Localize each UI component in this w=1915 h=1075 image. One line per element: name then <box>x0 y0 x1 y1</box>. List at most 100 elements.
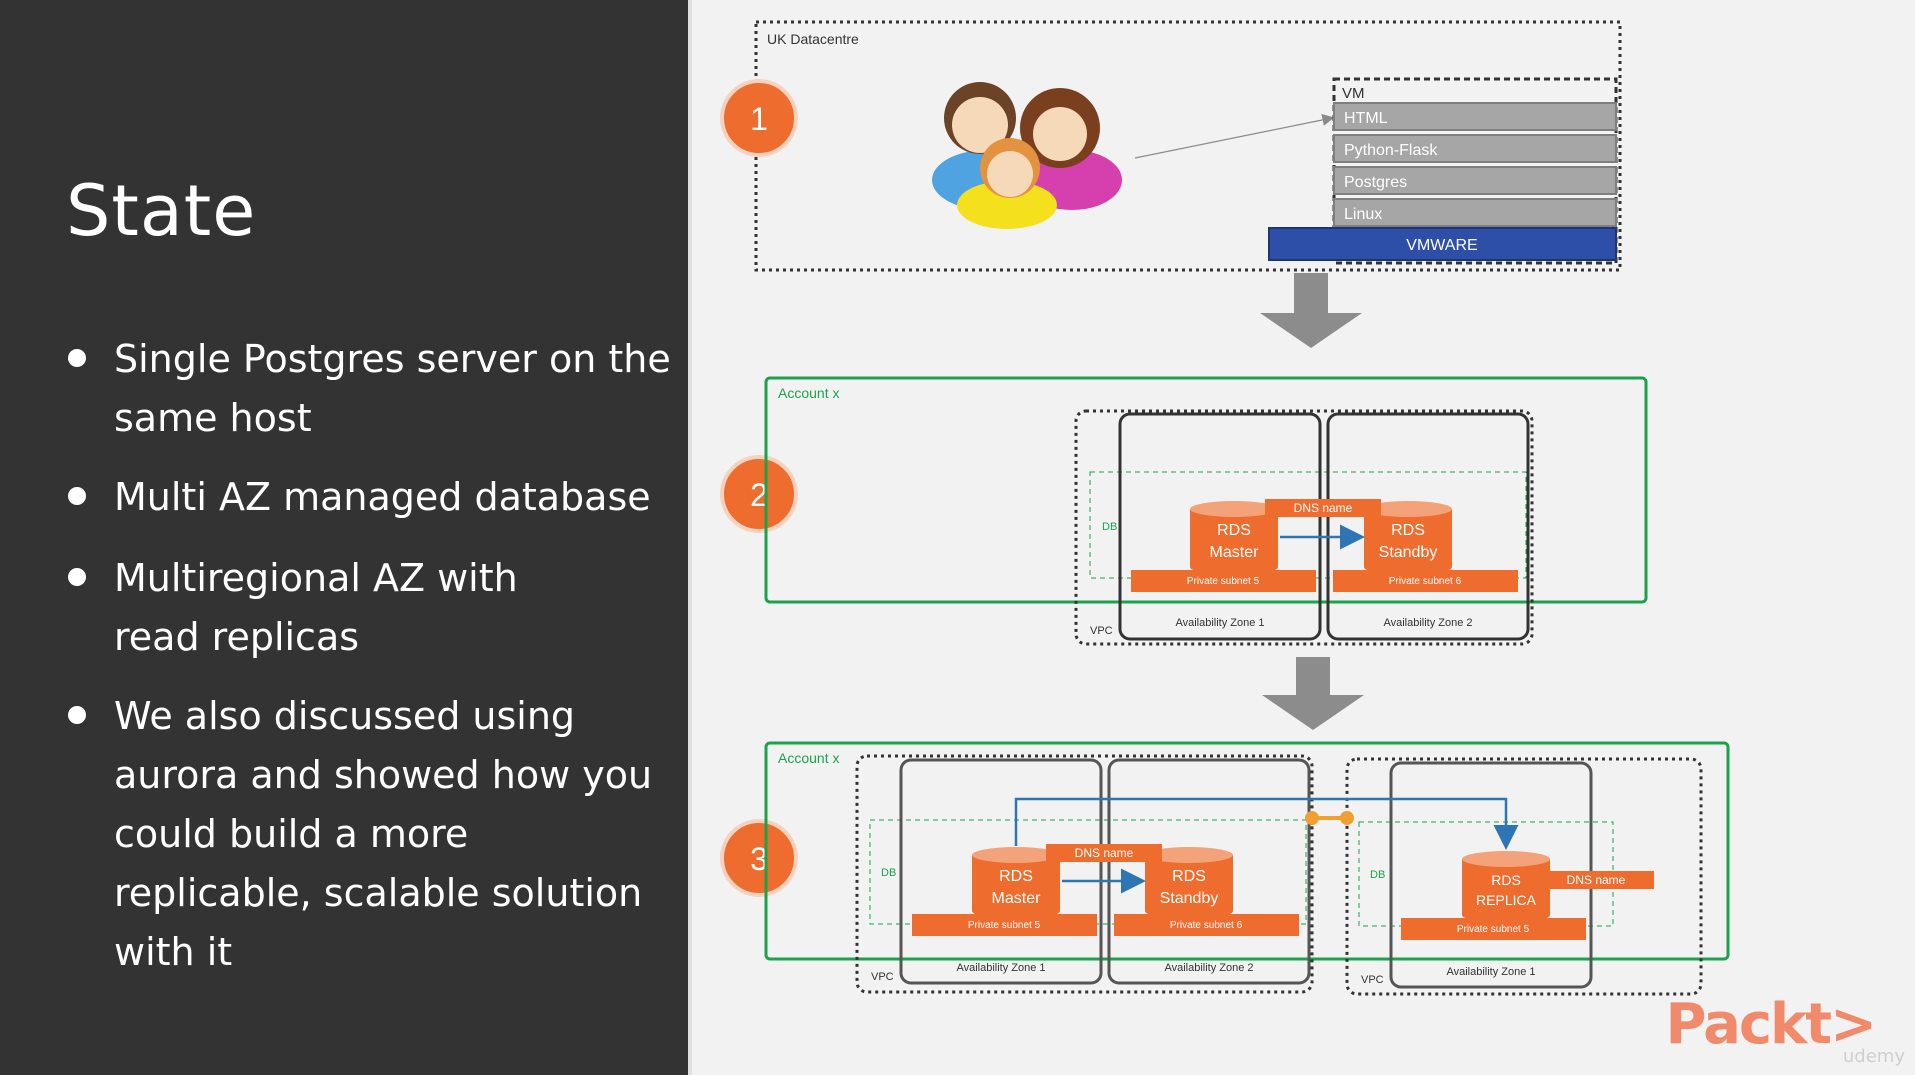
rds-replica-label-3b: REPLICA <box>1476 892 1537 908</box>
user-to-vm-arrow <box>1134 114 1335 159</box>
bullet-dot <box>68 349 86 367</box>
vmware-label: VMWARE <box>1406 237 1477 254</box>
private-subnet-5-label-2: Private subnet 5 <box>1187 576 1260 587</box>
step-2-number: 2 <box>750 477 768 513</box>
step-1-number: 1 <box>750 101 768 137</box>
slide-title: State <box>66 170 257 252</box>
udemy-watermark: udemy <box>1842 1046 1905 1067</box>
vmware-bar <box>1268 227 1617 261</box>
private-subnet-5-label-3b: Private subnet 5 <box>1457 924 1530 935</box>
private-subnet-5-label-3: Private subnet 5 <box>968 920 1041 931</box>
layer-postgres <box>1333 166 1617 195</box>
rds-master-3 <box>972 847 1060 919</box>
private-subnet-6-bar-2 <box>1333 570 1518 592</box>
bullet-4-line-4: replicable, scalable solution <box>114 871 643 915</box>
bullet-3-line-2: read replicas <box>114 615 360 659</box>
bullet-4-line-3: could build a more <box>114 812 469 856</box>
down-arrow-1 <box>1260 273 1362 348</box>
account-boundary-2 <box>764 376 1648 604</box>
db-subnet-group-3a <box>869 819 1307 925</box>
az2-box-2 <box>1326 412 1530 641</box>
step-3-group: 3 Account x VPC DB Availability Zone 1 A… <box>720 741 1730 996</box>
az1-box-3 <box>899 758 1103 985</box>
layer-linux <box>1333 198 1617 227</box>
rds-master-label-2a: RDS <box>1217 522 1251 539</box>
down-arrow-2 <box>1262 657 1364 730</box>
layer-linux-label: Linux <box>1344 206 1382 223</box>
rds-standby-label-3b: Standby <box>1160 890 1219 907</box>
account-boundary-3 <box>764 741 1730 961</box>
replica-dns-name-bar <box>1538 871 1654 889</box>
az2-label-3: Availability Zone 2 <box>1164 962 1253 974</box>
bullet-2-line-1: Multi AZ managed database <box>114 475 651 519</box>
vpc-boundary-3b <box>1345 757 1703 996</box>
architecture-diagram: UK Datacentre 1 VM HTML Python-Flask Pos… <box>720 20 1730 996</box>
private-subnet-6-label-3: Private subnet 6 <box>1170 920 1243 931</box>
rds-master-label-2b: Master <box>1210 544 1260 561</box>
step-3-circle <box>720 819 798 897</box>
private-subnet-5-bar-3 <box>912 914 1097 936</box>
slide-text-panel: State Single Postgres server on the same… <box>0 0 688 1075</box>
step-1-circle <box>720 79 798 157</box>
layer-html-label: HTML <box>1344 110 1388 127</box>
private-subnet-6-label-2: Private subnet 6 <box>1389 576 1462 587</box>
cross-region-replication-arrow <box>1014 797 1519 850</box>
vpc-label-3b: VPC <box>1361 974 1384 986</box>
bullet-4-line-1: We also discussed using <box>114 694 576 738</box>
rds-standby-label-3a: RDS <box>1172 868 1206 885</box>
panel-divider <box>688 0 692 1075</box>
bullet-4-line-5: with it <box>114 930 233 974</box>
db-label-2: DB <box>1102 521 1117 533</box>
bullet-dot <box>68 706 86 724</box>
layer-html <box>1333 102 1617 131</box>
dns-name-bar-2 <box>1265 499 1381 517</box>
bullet-4-line-2: aurora and showed how you <box>114 753 653 797</box>
step-1-group: UK Datacentre 1 VM HTML Python-Flask Pos… <box>720 20 1622 272</box>
private-subnet-5-bar-2 <box>1131 570 1316 592</box>
layer-python-flask-label: Python-Flask <box>1344 142 1438 159</box>
rds-replica-label-3a: RDS <box>1491 872 1521 888</box>
vpc-boundary-3a <box>855 754 1314 994</box>
rds-master-label-3b: Master <box>992 890 1042 907</box>
step-2-circle <box>720 455 798 533</box>
bullet-1-line-1: Single Postgres server on the <box>114 337 671 381</box>
db-subnet-group-2 <box>1089 471 1527 579</box>
datacentre-label: UK Datacentre <box>767 31 859 47</box>
az1-box-2 <box>1118 412 1322 641</box>
vpc-boundary-2 <box>1074 409 1534 646</box>
replica-dns-name-label: DNS name <box>1567 873 1626 887</box>
account-label-3: Account x <box>778 750 839 766</box>
bullet-3-line-1: Multiregional AZ with <box>114 556 518 600</box>
dns-name-label-2: DNS name <box>1294 501 1353 515</box>
az1-label-2: Availability Zone 1 <box>1175 617 1264 629</box>
rds-standby-2 <box>1364 501 1452 575</box>
layer-python-flask <box>1333 134 1617 163</box>
rds-standby-label-2b: Standby <box>1379 544 1438 561</box>
step-3-number: 3 <box>750 841 768 877</box>
az1-label-3b: Availability Zone 1 <box>1446 966 1535 978</box>
bullet-dot <box>68 487 86 505</box>
dns-name-bar-3 <box>1046 844 1162 862</box>
az2-label-2: Availability Zone 2 <box>1383 617 1472 629</box>
bullet-1-line-2: same host <box>114 396 312 440</box>
db-label-3b: DB <box>1370 869 1385 881</box>
vpc-label-3a: VPC <box>871 971 894 983</box>
rds-master-2 <box>1190 501 1278 575</box>
db-label-3a: DB <box>881 867 896 879</box>
az2-box-3 <box>1107 758 1311 985</box>
vpc-label-2: VPC <box>1090 625 1113 637</box>
rds-master-label-3a: RDS <box>999 868 1033 885</box>
layer-postgres-label: Postgres <box>1344 174 1407 191</box>
users-group-icon <box>932 82 1122 229</box>
rds-standby-label-2a: RDS <box>1391 522 1425 539</box>
rds-replica-3 <box>1462 851 1550 923</box>
dns-name-label-3: DNS name <box>1075 846 1134 860</box>
az1-label-3: Availability Zone 1 <box>956 962 1045 974</box>
step-2-group: 2 Account x VPC DB Availability Zone 1 A… <box>720 376 1648 646</box>
private-subnet-5-bar-3b <box>1401 918 1586 940</box>
packt-logo: Packt> <box>1665 992 1877 1057</box>
account-label-2: Account x <box>778 385 839 401</box>
rds-standby-3 <box>1145 847 1233 919</box>
vm-label: VM <box>1342 85 1365 102</box>
bullet-dot <box>68 568 86 586</box>
